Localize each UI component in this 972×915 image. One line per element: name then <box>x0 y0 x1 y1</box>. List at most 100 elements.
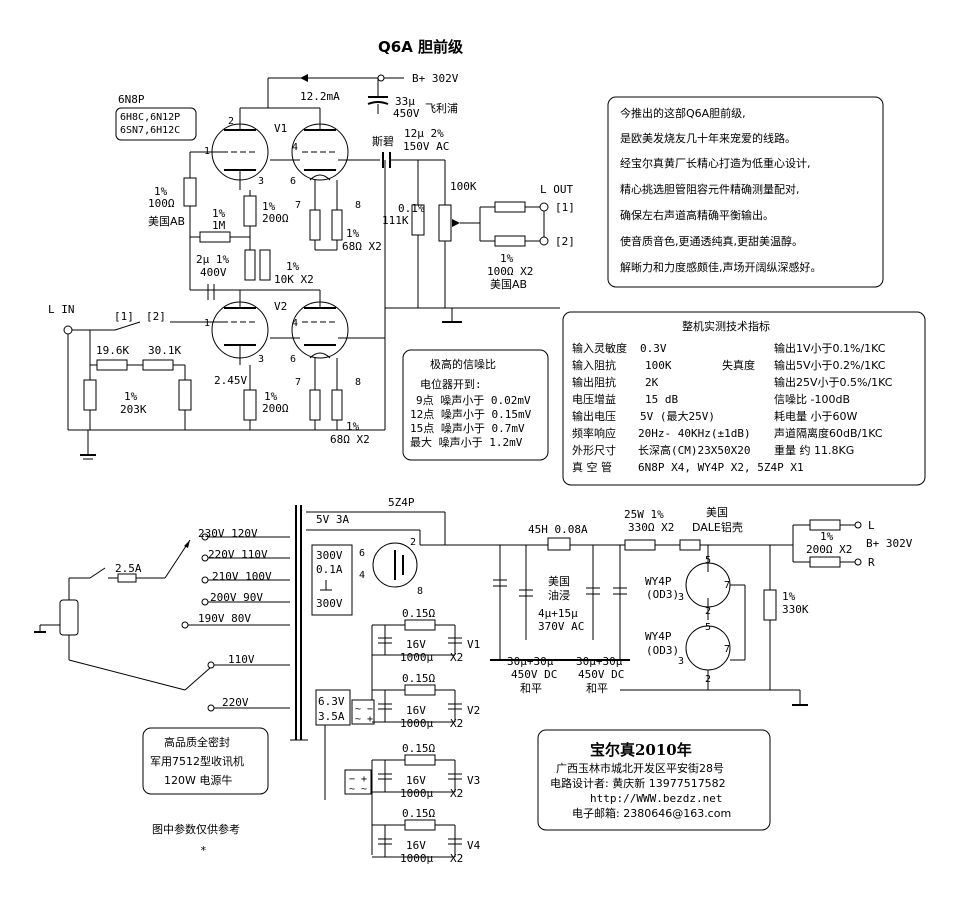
r-input-1-val: 19.6K <box>96 344 129 357</box>
out-label-r: R <box>868 556 875 569</box>
hv-label: 0.1A <box>316 563 343 576</box>
v1-label: V1 <box>274 122 287 135</box>
r-out-1 <box>494 201 526 213</box>
regulator-tube-2: WY4P (OD3) 5 7 3 2 <box>645 622 731 690</box>
primary-taps: 230V 120V 220V 110V 210V 100V 200V 90V 1… <box>181 527 290 712</box>
r-grid-v1-brand: 美国AB <box>148 215 185 228</box>
power-switch[interactable] <box>89 567 106 579</box>
spec-right: 输出1V小于0.1%/1KC <box>774 341 886 355</box>
tube-v2: V2 1 4 3 6 7 8 <box>170 160 386 390</box>
v2-pin: 3 <box>258 354 264 365</box>
input-selector-switch[interactable] <box>114 321 141 331</box>
snr-box <box>402 349 549 461</box>
hv-label: 300V <box>316 549 343 562</box>
aux-selector[interactable] <box>184 667 211 691</box>
r-bleed-label: 1% <box>782 590 796 603</box>
tube-v1: V1 2 1 4 3 6 7 8 <box>189 107 380 211</box>
bridge-symbol: − + <box>349 774 367 785</box>
reg-pin: 7 <box>724 580 730 591</box>
reg2-label: WY4P <box>645 630 672 643</box>
rect-pin: 6 <box>359 548 365 559</box>
choke <box>547 537 571 551</box>
rect-pin: 4 <box>359 570 365 581</box>
tap-label: 230V 120V <box>198 527 258 540</box>
rectifier-tube-5z4p <box>372 542 418 588</box>
oil-cap-label: 油浸 <box>548 588 570 602</box>
cap-33u-voltage: 450V <box>393 107 420 120</box>
out-label-l: L <box>868 519 875 532</box>
coupling-cap-brand: 斯碧 <box>372 135 394 148</box>
r-bias-tol: 0.1% <box>398 202 425 215</box>
filter-x: X2 <box>450 717 463 730</box>
intro-line: 经宝尔真黄厂长精心打造为低重心设计, <box>620 156 811 170</box>
reference-note: 图中参数仅供参考 <box>152 822 240 836</box>
fuse <box>117 573 137 583</box>
r-fb2-tol: 1% <box>286 260 300 273</box>
bridge-rectifier-1 <box>351 699 375 725</box>
company-email[interactable]: 电子邮箱: 2380646@163.com <box>572 806 731 820</box>
tube-equiv-line2: 6SN7,6H12C <box>120 125 180 136</box>
r-fb-tol: 1% <box>212 207 226 220</box>
company-address: 广西玉林市城北开发区平安街28号 <box>556 761 724 775</box>
r-out-l <box>809 519 841 531</box>
specs-box <box>562 311 926 486</box>
oil-cap-label: 4μ+15μ <box>538 607 578 620</box>
input-label: L IN <box>48 303 75 316</box>
spec-value: 20Hz- 40KHz(±1dB) <box>638 427 751 440</box>
reg1-label: (OD3) <box>646 588 679 601</box>
filter-tube: V4 <box>467 839 481 852</box>
r-ground-a <box>83 379 97 411</box>
filter-c: 1000μ <box>400 651 433 664</box>
mains-plug <box>34 577 186 691</box>
r-out-val: 100Ω X2 <box>487 265 533 278</box>
spec-right: 重量 约 11.8KG <box>774 443 854 457</box>
r-input-2-val: 30.1K <box>148 344 181 357</box>
intro-line: 今推出的这部Q6A胆前级, <box>620 106 746 120</box>
v1-pin: 4 <box>292 142 298 153</box>
r-cath-v2-tol: 1% <box>264 390 278 403</box>
filter-x: X2 <box>450 852 463 865</box>
rect-pin: 8 <box>417 586 423 597</box>
reg-pin: 7 <box>724 644 730 655</box>
company-website[interactable]: http://WWW.bezdz.net <box>590 792 722 805</box>
oil-cap-label: 370V AC <box>538 620 584 633</box>
filter-c: 16V <box>406 839 426 852</box>
r-bias-val: 111K <box>382 214 409 227</box>
current-label: 12.2mA <box>300 90 340 103</box>
bridge-symbol: ~ − <box>355 704 373 715</box>
cap-2u-v: 400V <box>200 266 227 279</box>
pot-label: 100K <box>450 180 477 193</box>
r-feedback-1m <box>199 231 231 243</box>
r-cath-v1-val: 200Ω <box>262 212 289 225</box>
out-r-label: 200Ω X2 <box>806 543 852 556</box>
reg1-label: WY4P <box>645 575 672 588</box>
r-series-330 <box>624 539 656 551</box>
transformer-line: 军用7512型收讯机 <box>150 754 244 768</box>
tap-label: 220V 110V <box>208 548 268 561</box>
spec-value: 0.3V <box>640 342 667 355</box>
star-mark: * <box>200 844 207 857</box>
filter-x: X2 <box>450 651 463 664</box>
reg-pin: 5 <box>705 555 711 566</box>
hv-secondary <box>311 544 353 616</box>
choke-label: 45H 0.08A <box>528 523 588 536</box>
output-jack-1 <box>539 202 549 212</box>
bplus-rail: B+ 302V 12.2mA 33μ 450V 飞利浦 <box>267 72 459 120</box>
output-port-1: [1] <box>555 201 575 214</box>
reg-pin: 2 <box>705 674 711 685</box>
r-out-tol: 1% <box>500 252 514 265</box>
intro-line: 是欧美发烧友几十年来宠爱的线路。 <box>620 131 796 145</box>
r-cathode-v2 <box>243 389 257 421</box>
r-heat-v1-val: 68Ω X2 <box>342 240 382 253</box>
input-port-1: [1] <box>114 310 134 323</box>
r-series-label: 330Ω X2 <box>628 521 674 534</box>
r-cathode-v1 <box>243 195 257 227</box>
v2-pin: 8 <box>355 377 361 388</box>
r-series-330-b <box>679 539 701 551</box>
v1-pin: 8 <box>355 200 361 211</box>
r-v2-b <box>259 249 271 281</box>
filter-c: 16V <box>406 774 426 787</box>
spec-label: 输入灵敏度 <box>572 341 627 355</box>
reg-pin: 5 <box>705 622 711 633</box>
v1-pin: 2 <box>228 116 234 127</box>
